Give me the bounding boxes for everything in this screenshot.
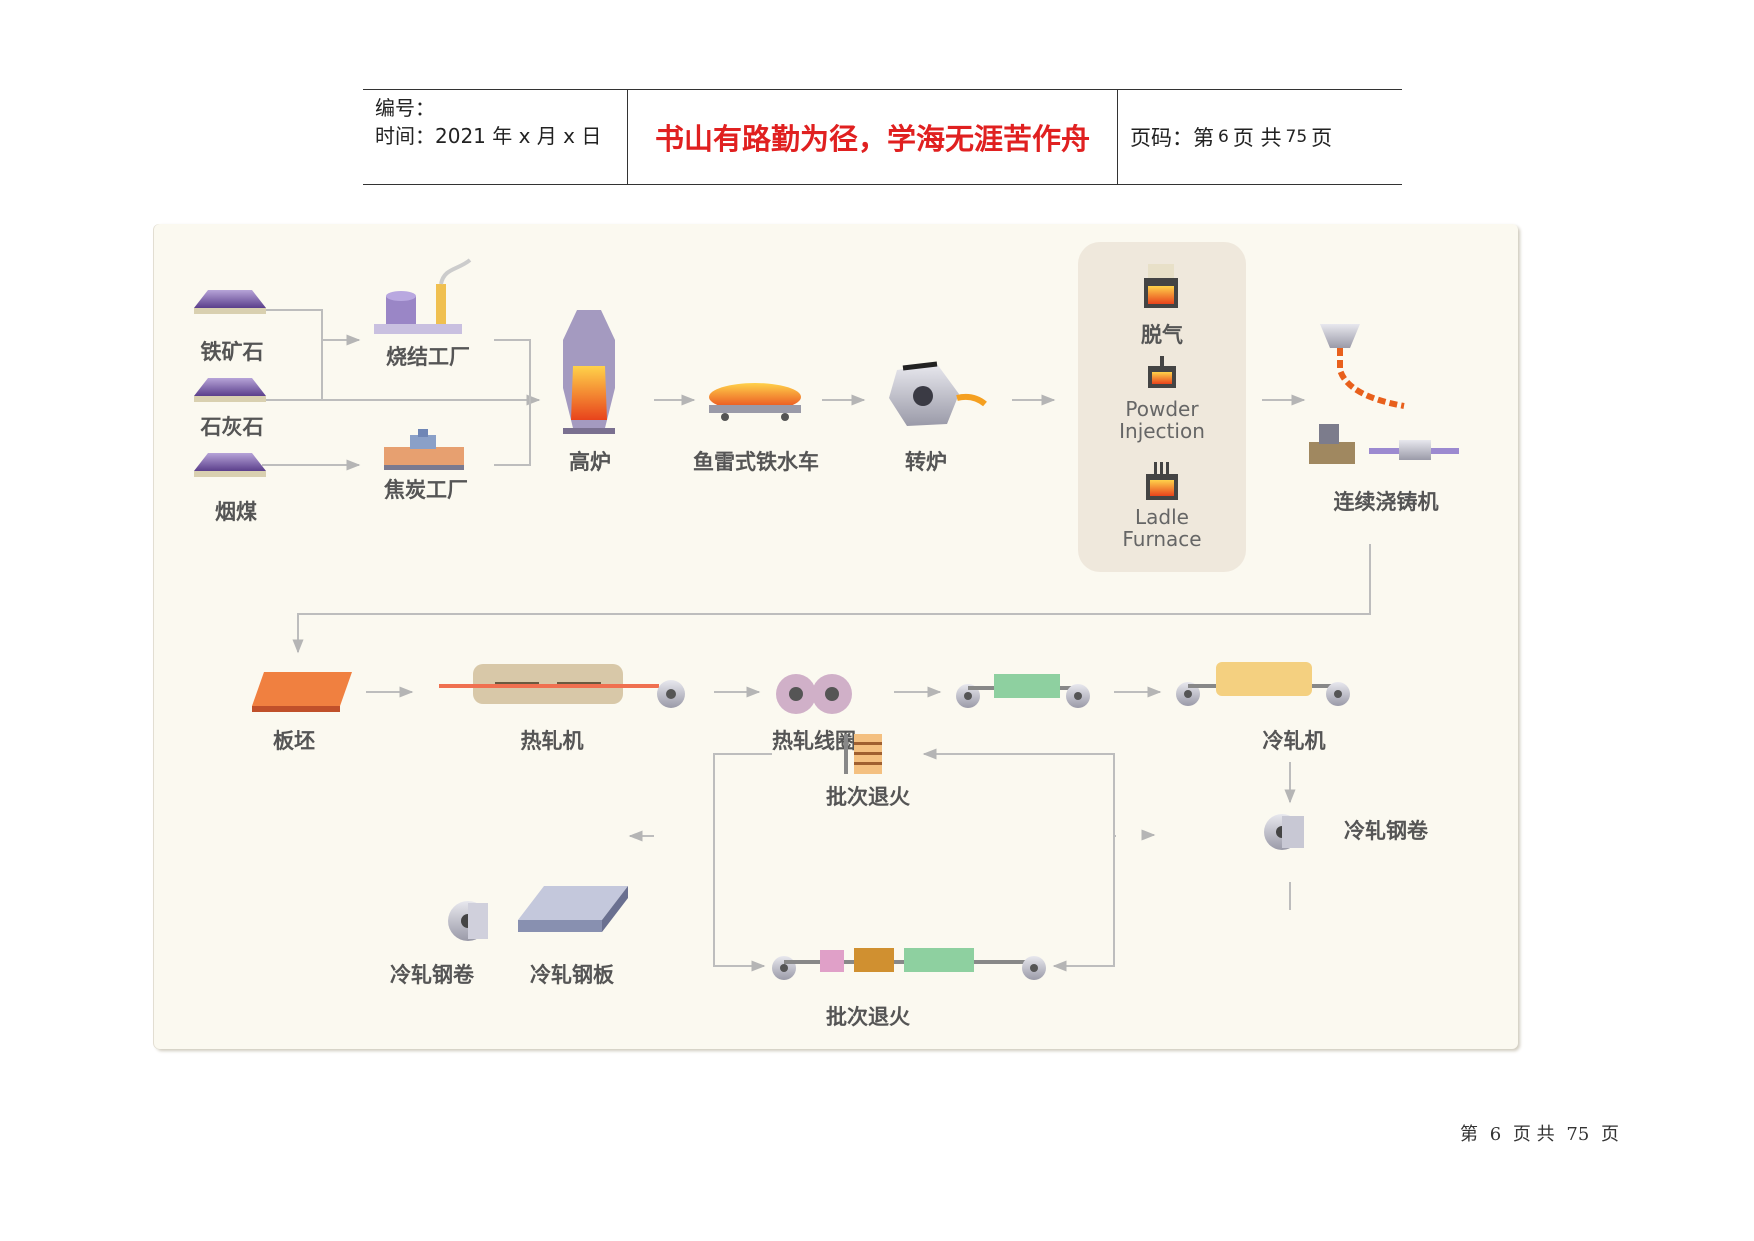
hot-strip-mill-icon xyxy=(439,664,685,708)
limestone-pile-icon xyxy=(194,378,266,402)
motto-cell: 书山有路勤为径，学海无涯苦作舟 xyxy=(628,90,1118,184)
label-continuous-caster: 连续浇铸机 xyxy=(1334,490,1439,514)
continuous-anneal-line-icon xyxy=(772,948,1046,980)
page-total: 75 xyxy=(1285,127,1308,147)
page-mid: 页 共 xyxy=(1232,126,1282,150)
time-label: 时间：2021 年 x 月 x 日 xyxy=(375,124,602,148)
label-hot-strip-mill: 热轧机 xyxy=(521,729,584,753)
label-batch-anneal-top: 批次退火 xyxy=(826,785,910,809)
coal-pile-icon xyxy=(194,453,266,477)
page-footer: 第 6 页 共 75 页 xyxy=(1460,1120,1619,1146)
motto: 书山有路勤为径，学海无涯苦作舟 xyxy=(654,122,1090,156)
label-slab: 板坯 xyxy=(273,729,315,753)
label-cold-mill: 冷轧机 xyxy=(1263,729,1326,753)
slab-icon xyxy=(252,672,352,712)
label-degassing: 脱气 xyxy=(1141,323,1183,347)
iron-ore-pile-icon xyxy=(194,290,266,314)
label-converter: 转炉 xyxy=(905,450,947,474)
product-sheet-icon xyxy=(518,886,628,932)
coke-plant-icon xyxy=(384,429,464,470)
serial-label: 编号： xyxy=(375,96,435,120)
label-sinter-plant: 烧结工厂 xyxy=(386,345,470,369)
page-current: 6 xyxy=(1218,127,1229,147)
torpedo-car-icon xyxy=(709,383,801,421)
footer-current: 6 xyxy=(1489,1124,1502,1145)
sinter-plant-icon xyxy=(374,258,472,334)
page-suffix: 页 xyxy=(1311,126,1333,150)
ladle-furnace-icon xyxy=(1146,462,1178,500)
label-torpedo-car: 鱼雷式铁水车 xyxy=(693,450,819,474)
footer-prefix: 第 xyxy=(1460,1124,1478,1145)
page-prefix: 页码：第 xyxy=(1130,126,1214,150)
pickling-line-icon xyxy=(956,674,1090,708)
label-cold-coil: 冷轧钢卷 xyxy=(1344,819,1429,843)
label-product-sheet: 冷轧钢板 xyxy=(530,963,615,987)
blast-furnace-icon xyxy=(563,310,615,434)
label-coke-plant: 焦炭工厂 xyxy=(383,478,468,502)
label-iron-ore: 铁矿石 xyxy=(201,340,264,364)
label-product-coil: 冷轧钢卷 xyxy=(390,963,475,987)
degassing-icon xyxy=(1144,264,1178,308)
document-header: 编号： 时间：2021 年 x 月 x 日 书山有路勤为径，学海无涯苦作舟 页码… xyxy=(363,89,1402,185)
label-ladle: Ladle xyxy=(1135,505,1189,529)
label-bituminous-coal: 烟煤 xyxy=(215,500,257,524)
process-diagram-panel: 铁矿石 石灰石 烟煤 烧结工厂 焦炭工厂 高炉 鱼雷式铁水车 xyxy=(154,224,1518,1049)
steel-process-diagram: 铁矿石 石灰石 烟煤 烧结工厂 焦炭工厂 高炉 鱼雷式铁水车 xyxy=(194,242,1459,1029)
hot-coil-icon xyxy=(776,674,852,714)
product-coil-icon xyxy=(448,901,488,941)
label-blast-furnace: 高炉 xyxy=(569,450,611,474)
label-furnace: Furnace xyxy=(1122,527,1201,551)
header-info-cell: 编号： 时间：2021 年 x 月 x 日 xyxy=(363,90,628,184)
label-limestone: 石灰石 xyxy=(200,415,264,439)
cutting-machine-icon xyxy=(1309,424,1459,464)
footer-total: 75 xyxy=(1566,1124,1590,1145)
footer-suffix: 页 xyxy=(1601,1124,1620,1145)
cold-coil-icon xyxy=(1264,814,1304,850)
secondary-metallurgy-box xyxy=(1078,242,1246,572)
batch-anneal-furnace-icon xyxy=(844,734,882,774)
powder-injection-icon xyxy=(1148,356,1176,388)
label-injection: Injection xyxy=(1119,419,1205,443)
page-number-cell: 页码：第 6 页 共 75 页 xyxy=(1118,90,1402,184)
label-batch-anneal-bottom: 批次退火 xyxy=(826,1005,910,1029)
label-hot-coil: 热轧线圈 xyxy=(772,729,856,753)
continuous-caster-icon xyxy=(1320,324,1405,409)
connector-lines xyxy=(262,309,1371,972)
converter-icon xyxy=(889,361,987,426)
footer-mid: 页 共 xyxy=(1512,1124,1555,1145)
cold-mill-icon xyxy=(1176,662,1350,706)
label-powder: Powder xyxy=(1125,397,1199,421)
